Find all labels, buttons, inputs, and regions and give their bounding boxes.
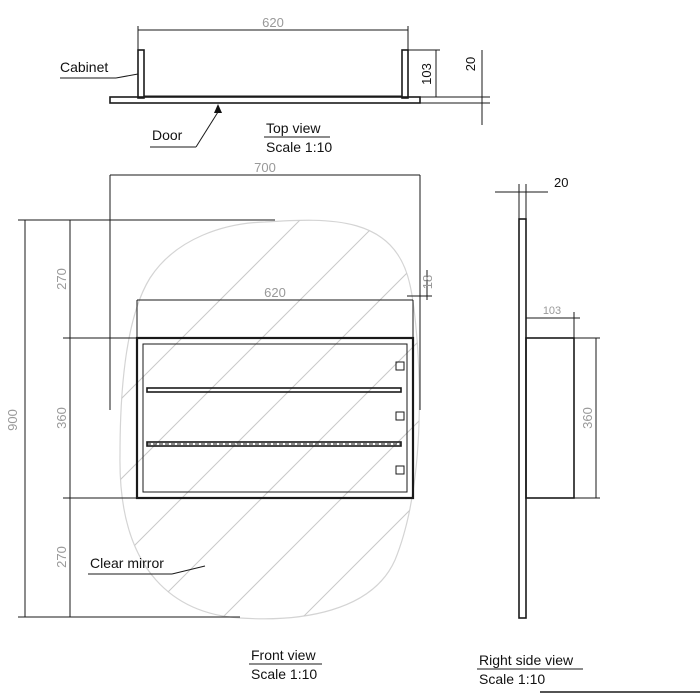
cabinet-label: Cabinet <box>60 59 108 75</box>
side-view-cabinet <box>525 337 575 499</box>
side-view-depth-dim: 103 <box>543 305 561 317</box>
mirror-width-dim: 700 <box>254 160 276 175</box>
door-leader-arrow <box>214 104 222 113</box>
side-view-title: Right side view <box>479 652 574 668</box>
top-segment-dim: 270 <box>54 268 69 290</box>
cabinet-leader <box>115 73 139 79</box>
top-view-door <box>109 96 421 104</box>
front-view-cabinet <box>135 336 415 500</box>
side-view-height-dim: 360 <box>580 407 595 429</box>
top-view-depth-dim: 103 <box>419 63 434 85</box>
hinge-bottom <box>395 465 405 475</box>
bottom-segment-dim: 270 <box>54 546 69 568</box>
top-view-scale: Scale 1:10 <box>266 139 332 155</box>
clear-mirror-leader <box>171 565 206 575</box>
shelf-top <box>146 387 402 393</box>
door-label: Door <box>152 127 183 143</box>
top-view: 620 103 20 Cabinet Door Top view Scale 1… <box>60 15 490 155</box>
top-view-width-dim: 620 <box>262 15 284 30</box>
middle-segment-dim: 360 <box>54 407 69 429</box>
side-offset-dim: 18 <box>420 275 435 289</box>
top-view-cabinet-left-wall <box>137 49 145 99</box>
side-view-door <box>518 218 527 619</box>
front-view-scale: Scale 1:10 <box>251 666 317 682</box>
cabinet-width-dim: 620 <box>264 285 286 300</box>
top-view-door-thickness-dim: 20 <box>463 57 478 71</box>
side-view-door-thickness-dim: 20 <box>554 175 568 190</box>
front-view-cabinet-inner <box>142 343 408 493</box>
side-view-scale: Scale 1:10 <box>479 671 545 687</box>
top-view-title: Top view <box>266 120 321 136</box>
hinge-top <box>395 361 405 371</box>
top-view-cabinet-right-wall <box>401 49 409 99</box>
total-height-dim: 900 <box>5 409 20 431</box>
hinge-middle <box>395 411 405 421</box>
mirror-outline <box>119 219 420 620</box>
front-view-title: Front view <box>251 647 316 663</box>
door-leader <box>195 111 219 148</box>
right-side-view: 20 103 360 Right side view Scale 1:10 <box>477 175 700 693</box>
clear-mirror-label: Clear mirror <box>90 555 164 571</box>
front-view: 700 620 18 900 270 360 270 Clear mirror … <box>5 160 435 682</box>
